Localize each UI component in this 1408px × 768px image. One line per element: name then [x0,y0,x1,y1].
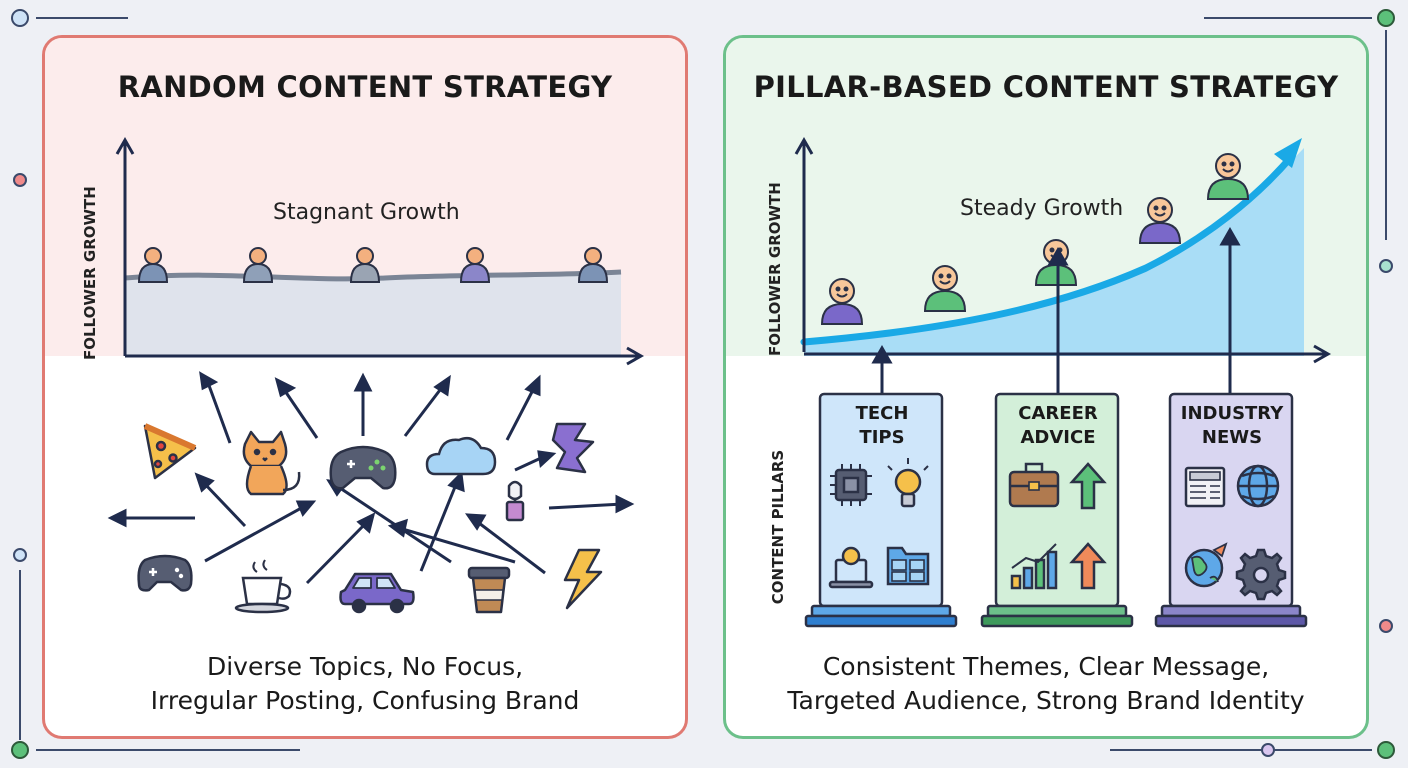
pillar-title-line: ADVICE [1020,427,1096,448]
panel-title: RANDOM CONTENT STRATEGY [117,70,613,104]
world-rocket-icon [1184,542,1228,588]
caption-line: Irregular Posting, Confusing Brand [150,686,580,715]
random-strategy-panel: RANDOM CONTENT STRATEGY FOLLOWER GROWTH … [42,35,688,739]
gear-icon [1235,548,1287,601]
lightning-icon [563,548,603,610]
pillar-title-tech-tips: TECH TIPS [820,402,944,450]
pillar-title-career-advice: CAREER ADVICE [996,402,1120,450]
lightbulb-icon [887,458,929,508]
car-icon [339,572,415,614]
caption-line: Diverse Topics, No Focus, [206,652,524,681]
growth-area [804,148,1304,356]
person-icon [137,247,169,283]
person-icon [459,247,491,283]
pillar-title-line: TIPS [859,427,905,448]
pillar-title-line: INDUSTRY [1180,403,1284,424]
globe-icon [1236,464,1280,508]
folder-grid-icon [886,546,930,586]
smiling-person-icon [1138,197,1182,244]
trend-label: Stagnant Growth [273,200,460,225]
growth-line [800,152,1296,346]
pillar-arrows [871,226,1241,394]
bar-chart-icon [1010,543,1058,590]
pillar-title-line: CAREER [1018,403,1098,424]
pillar-strategy-caption: Consistent Themes, Clear Message, Target… [726,650,1366,718]
up-arrow-icon [1069,542,1107,590]
person-icon [577,247,609,283]
random-chart [107,136,645,614]
person-icon [242,247,274,283]
caption-line: Consistent Themes, Clear Message, [822,652,1270,681]
pillar-chart [794,136,1332,628]
game-controller-icon [137,554,193,592]
pillar-title-line: TECH [855,403,909,424]
mouse-icon [505,480,525,522]
newspaper-icon [1184,466,1226,508]
smiling-person-icon [1206,153,1250,200]
panel-title: PILLAR-BASED CONTENT STRATEGY [753,70,1339,104]
chart-axes [794,136,1332,364]
random-strategy-caption: Diverse Topics, No Focus, Irregular Post… [45,650,685,718]
chart-axes [115,136,645,366]
coffee-to-go-icon [467,566,511,614]
caption-line: Targeted Audience, Strong Brand Identity [787,686,1305,715]
briefcase-icon [1008,462,1060,508]
scattered-arrows [107,371,635,585]
person-icon [349,247,381,283]
game-controller-icon [329,445,397,490]
coffee-cup-icon [234,559,292,614]
laptop-idea-icon [828,546,874,589]
trend-label: Steady Growth [960,196,1124,221]
pizza-icon [143,423,197,480]
smiling-person-icon [820,278,864,325]
cloud-icon [425,437,497,476]
stagnant-line [124,269,622,282]
puzzle-piece-icon [551,422,595,474]
cat-icon [242,430,301,496]
pillar-title-line: NEWS [1201,427,1263,448]
growth-arrowhead [1274,138,1302,168]
stagnant-area [125,272,621,355]
pillar-title-industry-news: INDUSTRY NEWS [1170,402,1294,450]
smiling-person-icon [923,265,967,312]
up-arrow-icon [1069,462,1107,510]
pillar-strategy-panel: PILLAR-BASED CONTENT STRATEGY FOLLOWER G… [723,35,1369,739]
microchip-icon [830,464,872,506]
